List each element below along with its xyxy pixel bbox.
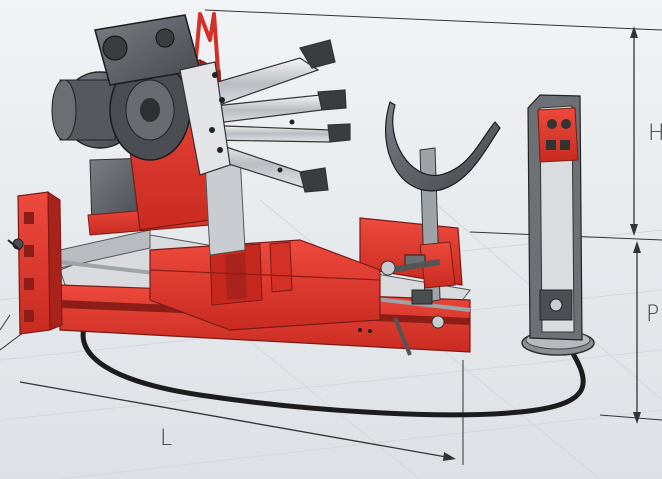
dimension-length-label: L — [160, 426, 173, 451]
tool-arm — [380, 101, 501, 356]
motor-housing — [51, 14, 201, 161]
dimension-arrows — [443, 26, 641, 461]
dimension-height-label: H — [648, 121, 662, 146]
dimension-depth-label: P — [646, 302, 660, 327]
left-column — [7, 191, 63, 335]
carriage — [149, 239, 381, 331]
clamp-arms — [179, 39, 351, 193]
pneumatic-hose — [80, 315, 586, 418]
control-console — [521, 94, 595, 356]
